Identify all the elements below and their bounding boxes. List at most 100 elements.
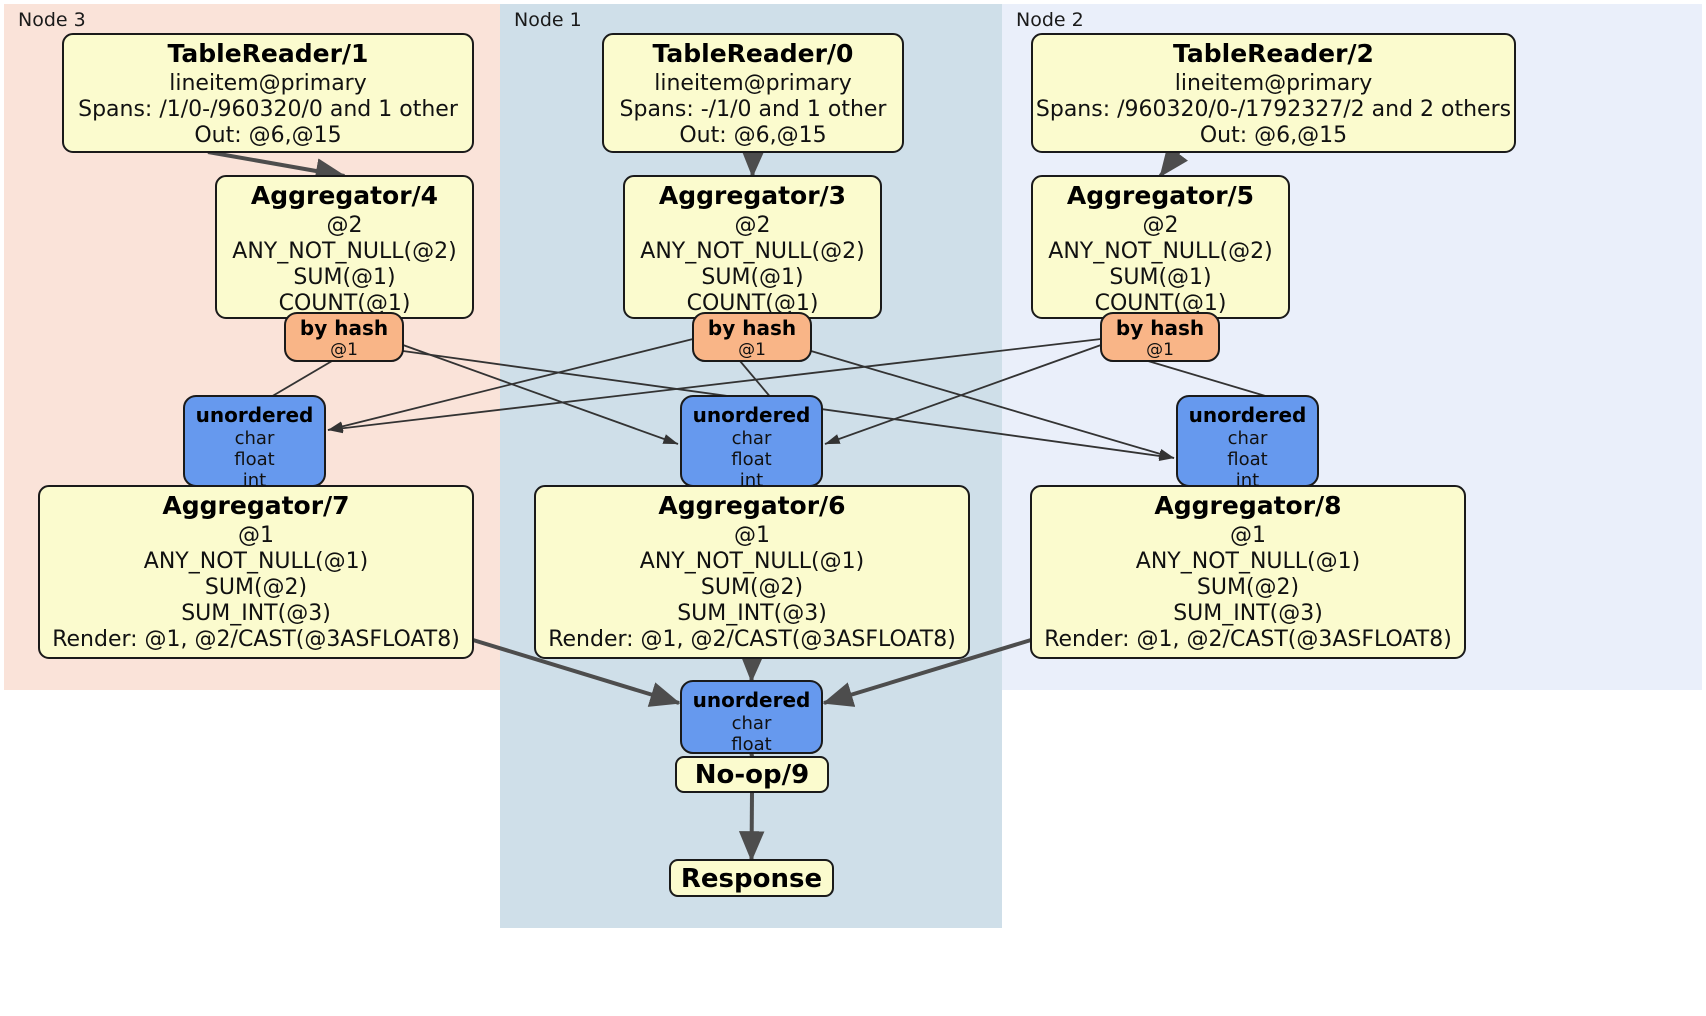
router-title: by hash bbox=[300, 316, 388, 340]
terminal-response[interactable]: Response bbox=[669, 859, 834, 897]
processor-detail-line: @1 bbox=[238, 523, 274, 548]
router-detail-line: @1 bbox=[1146, 340, 1174, 360]
processor-title: TableReader/0 bbox=[653, 39, 854, 68]
node-panel-label: Node 1 bbox=[514, 9, 582, 31]
processor-aggregator-3[interactable]: Aggregator/3@2ANY_NOT_NULL(@2)SUM(@1)COU… bbox=[623, 175, 882, 319]
edge-tablereader-0-to-aggregator-3 bbox=[740, 146, 766, 178]
processor-box[interactable] bbox=[62, 33, 474, 153]
processor-detail-line: Render: @1, @2/CAST(@3ASFLOAT8) bbox=[548, 627, 956, 652]
router-title: by hash bbox=[1116, 316, 1204, 340]
processor-detail-line: @2 bbox=[1143, 213, 1179, 238]
processor-title: Aggregator/8 bbox=[1154, 491, 1341, 520]
processor-title: Aggregator/4 bbox=[251, 181, 438, 210]
stream-title: unordered bbox=[693, 403, 811, 427]
processor-detail-line: COUNT(@1) bbox=[1095, 291, 1227, 316]
processor-box[interactable] bbox=[1031, 33, 1516, 153]
processor-detail-line: ANY_NOT_NULL(@1) bbox=[144, 549, 368, 574]
processor-detail-line: COUNT(@1) bbox=[687, 291, 819, 316]
stream-title: unordered bbox=[196, 403, 314, 427]
terminal-title: Response bbox=[681, 864, 822, 894]
stream-type-line: char bbox=[1228, 428, 1268, 449]
processor-detail-line: @1 bbox=[1230, 523, 1266, 548]
processor-detail-line: ANY_NOT_NULL(@2) bbox=[1048, 239, 1272, 264]
stream-type-line: float bbox=[731, 449, 771, 470]
router-title: by hash bbox=[708, 316, 796, 340]
processor-detail-line: lineitem@primary bbox=[1175, 71, 1373, 96]
processor-detail-line: Render: @1, @2/CAST(@3ASFLOAT8) bbox=[52, 627, 460, 652]
shuffle-edge-router-node3-to-stream-node3 bbox=[272, 360, 333, 397]
processor-detail-line: ANY_NOT_NULL(@2) bbox=[640, 239, 864, 264]
processor-aggregator-4[interactable]: Aggregator/4@2ANY_NOT_NULL(@2)SUM(@1)COU… bbox=[215, 175, 474, 319]
stream-title: unordered bbox=[1189, 403, 1307, 427]
processor-detail-line: ANY_NOT_NULL(@1) bbox=[1136, 549, 1360, 574]
router-router-node2[interactable]: by hash@1 bbox=[1100, 312, 1220, 362]
processor-detail-line: COUNT(@1) bbox=[279, 291, 411, 316]
processor-detail-line: Spans: /960320/0-/1792327/2 and 2 others bbox=[1036, 97, 1511, 122]
router-boxes: by hash@1by hash@1by hash@1 bbox=[284, 312, 1220, 362]
processor-detail-line: ANY_NOT_NULL(@1) bbox=[640, 549, 864, 574]
processor-title: Aggregator/3 bbox=[659, 181, 846, 210]
router-router-node1[interactable]: by hash@1 bbox=[692, 312, 812, 362]
stream-type-line: float bbox=[1227, 449, 1267, 470]
processor-detail-line: SUM(@1) bbox=[1109, 265, 1211, 290]
shuffle-edge-router-node1-to-stream-node3 bbox=[327, 338, 694, 432]
stream-type-line: char bbox=[732, 428, 772, 449]
node-panel-label: Node 2 bbox=[1016, 9, 1084, 31]
processor-detail-line: lineitem@primary bbox=[169, 71, 367, 96]
node-panel-label: Node 3 bbox=[18, 9, 86, 31]
edge-noop-9-to-response bbox=[738, 791, 765, 862]
processor-detail-line: SUM_INT(@3) bbox=[677, 601, 827, 626]
processor-detail-line: ANY_NOT_NULL(@2) bbox=[232, 239, 456, 264]
router-detail-line: @1 bbox=[330, 340, 358, 360]
edge-tablereader-2-to-aggregator-5 bbox=[1158, 145, 1189, 178]
edge-tablereader-1-to-aggregator-4 bbox=[207, 150, 347, 184]
processor-detail-line: SUM(@2) bbox=[1197, 575, 1299, 600]
stream-title: unordered bbox=[693, 688, 811, 712]
processor-detail-line: SUM_INT(@3) bbox=[1173, 601, 1323, 626]
processor-aggregator-6[interactable]: Aggregator/6@1ANY_NOT_NULL(@1)SUM(@2)SUM… bbox=[534, 485, 970, 659]
processor-box[interactable] bbox=[602, 33, 904, 153]
stream-box[interactable] bbox=[680, 680, 823, 754]
processor-detail-line: SUM_INT(@3) bbox=[181, 601, 331, 626]
processor-title: TableReader/2 bbox=[1173, 39, 1374, 68]
processor-detail-line: Out: @6,@15 bbox=[679, 123, 826, 148]
stream-box[interactable] bbox=[183, 395, 326, 487]
terminal-noop-9[interactable]: No-op/9 bbox=[675, 756, 829, 793]
processor-detail-line: SUM(@2) bbox=[701, 575, 803, 600]
terminal-box[interactable] bbox=[675, 756, 829, 793]
processor-aggregator-7[interactable]: Aggregator/7@1ANY_NOT_NULL(@1)SUM(@2)SUM… bbox=[38, 485, 474, 659]
shuffle-edge-router-node1-to-stream-node2 bbox=[810, 350, 1175, 459]
processor-detail-line: lineitem@primary bbox=[654, 71, 852, 96]
direct-edges bbox=[207, 145, 1189, 862]
terminal-title: No-op/9 bbox=[695, 760, 809, 790]
stream-type-line: float bbox=[234, 449, 274, 470]
edge-aggregator-6-to-stream-final bbox=[739, 651, 765, 683]
processor-aggregator-5[interactable]: Aggregator/5 @2ANY_NOT_NULL(@2)SUM(@1)COU… bbox=[1031, 175, 1290, 319]
router-box[interactable] bbox=[692, 312, 812, 362]
processor-detail-line: Spans: /1/0-/960320/0 and 1 other bbox=[78, 97, 459, 122]
processor-detail-line: Spans: -/1/0 and 1 other bbox=[620, 97, 888, 122]
stream-box[interactable] bbox=[1176, 395, 1319, 487]
processor-title: Aggregator/6 bbox=[658, 491, 845, 520]
router-router-node3[interactable]: by hash@1 bbox=[284, 312, 404, 362]
processor-title: Aggregator/5 bbox=[1067, 181, 1254, 210]
router-box[interactable] bbox=[1100, 312, 1220, 362]
processor-aggregator-8[interactable]: Aggregator/8 @1ANY_NOT_NULL(@1)SUM(@2)SUM… bbox=[1030, 485, 1466, 659]
terminal-box[interactable] bbox=[669, 859, 834, 897]
stream-box[interactable] bbox=[680, 395, 823, 487]
router-box[interactable] bbox=[284, 312, 404, 362]
processor-detail-line: Out: @6,@15 bbox=[194, 123, 341, 148]
stream-type-line: char bbox=[732, 713, 772, 734]
stream-type-line: float bbox=[731, 734, 771, 755]
